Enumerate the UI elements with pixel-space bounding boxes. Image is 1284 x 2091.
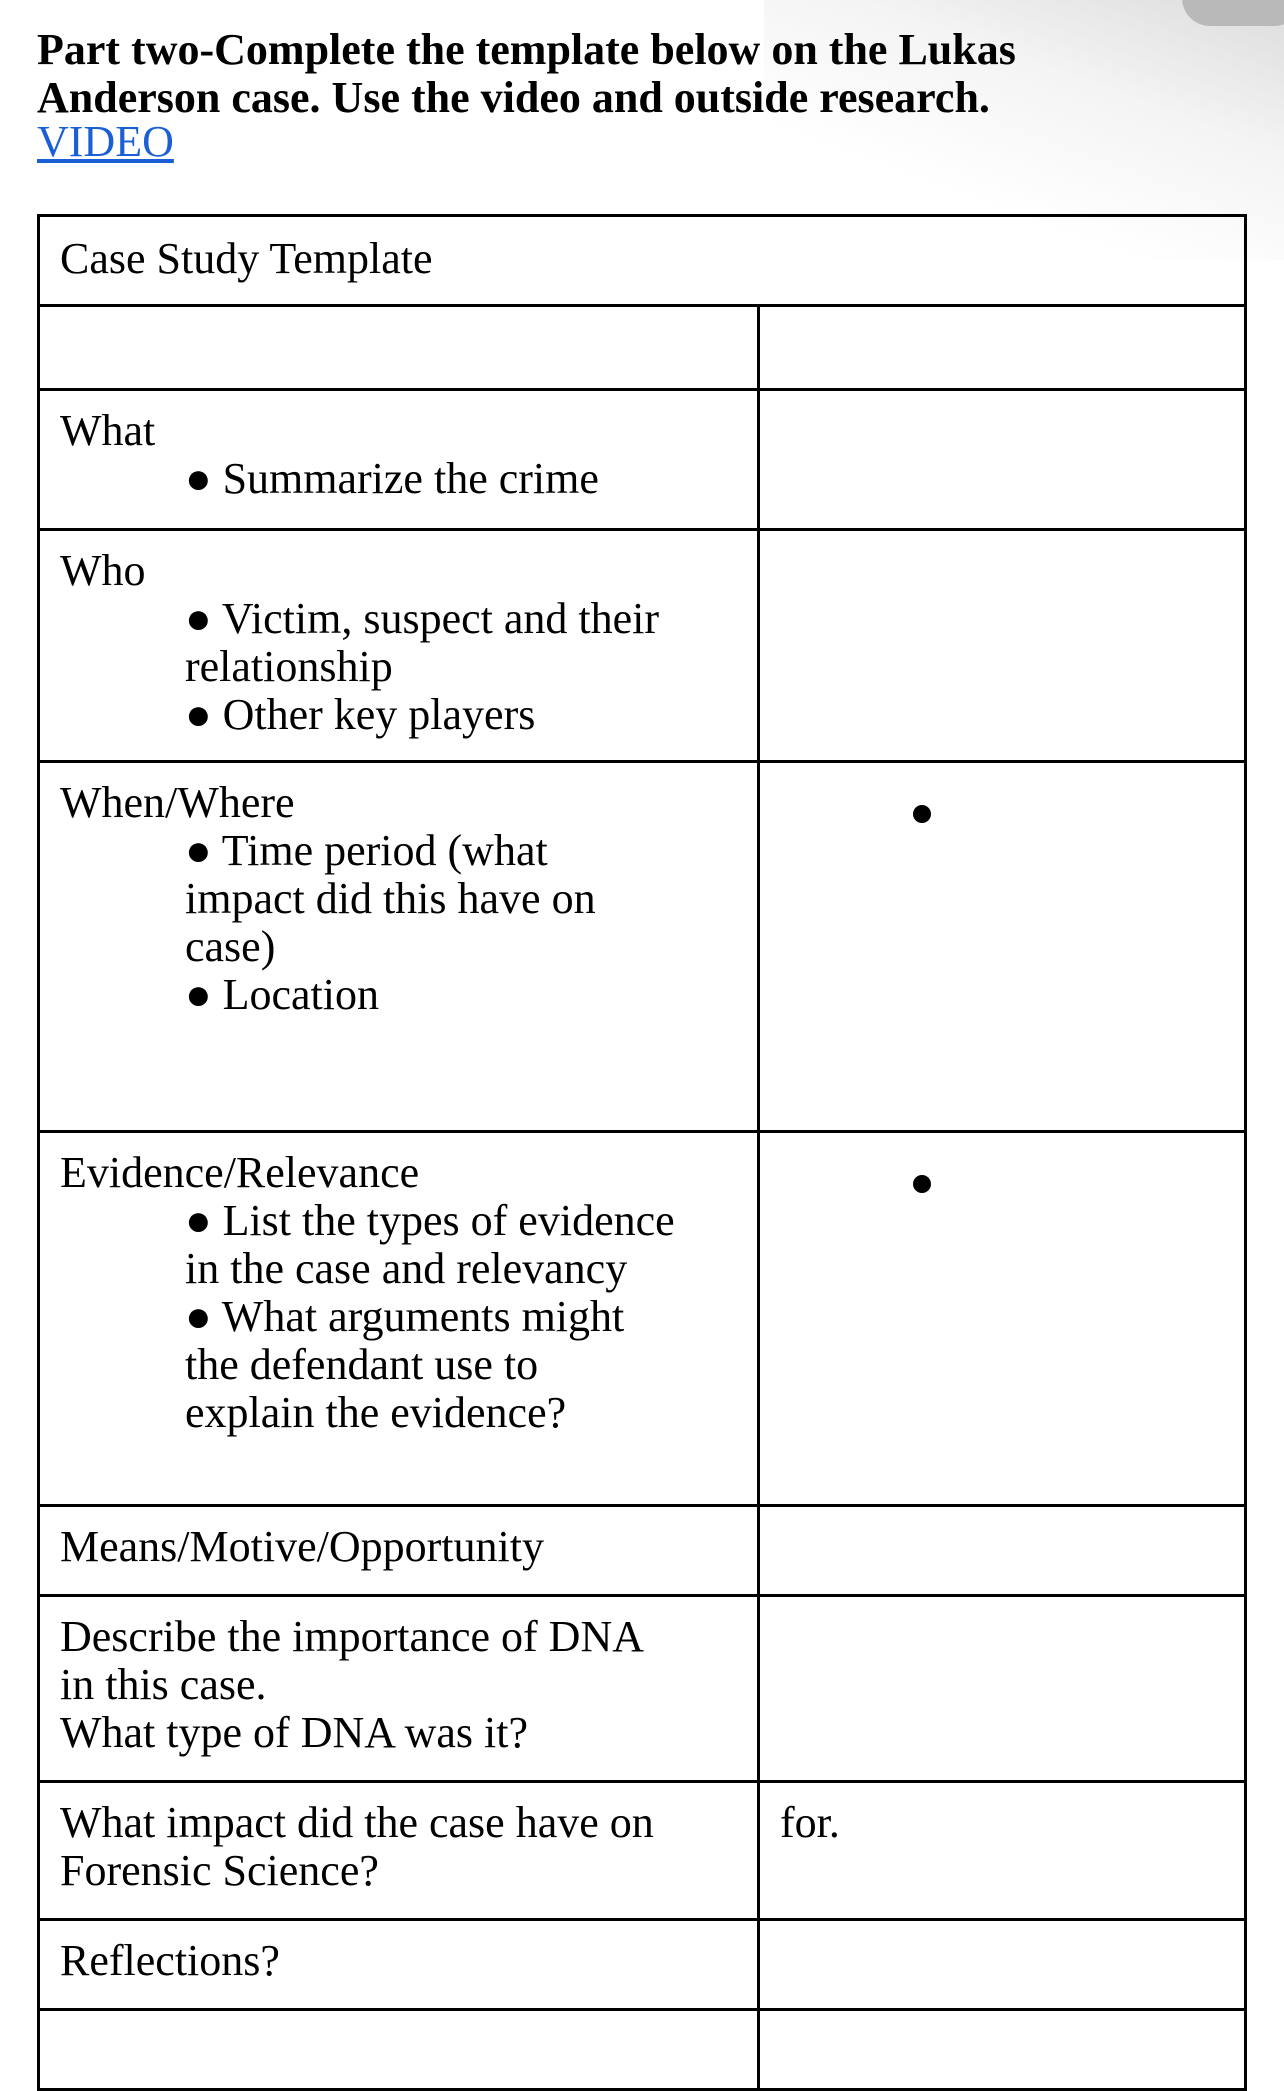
evidence-bullet-2-line-1: What arguments might (221, 1292, 625, 1341)
when-where-answer-cell[interactable] (757, 760, 1247, 1133)
what-label: What (60, 406, 156, 455)
instructions-line-2: Anderson case. Use the video and outside… (37, 73, 990, 122)
impact-prompt-cell: What impact did the case have on Forensi… (37, 1780, 760, 1921)
dna-line-1: Describe the importance of DNA (60, 1612, 645, 1661)
when-where-label: When/Where (60, 778, 295, 827)
dna-answer-cell[interactable] (757, 1594, 1247, 1783)
evidence-prompt-cell: Evidence/Relevance ● List the types of e… (37, 1130, 760, 1507)
what-prompt-cell: What ● Summarize the crime (37, 388, 760, 531)
instructions-heading: Part two-Complete the template below on … (37, 26, 1217, 122)
evidence-bullet-1-line-1: List the types of evidence (222, 1196, 675, 1245)
impact-answer-text: for. (780, 1798, 840, 1847)
when-where-prompt-cell: When/Where ● Time period (what impact di… (37, 760, 760, 1133)
who-bullet-2: Other key players (222, 690, 536, 739)
impact-line-1: What impact did the case have on (60, 1798, 654, 1847)
bullet-icon: ● (185, 1196, 212, 1245)
when-where-bullets: ● Time period (what impact did this have… (185, 827, 737, 1019)
case-study-table: Case Study Template What ● Summarize the… (37, 214, 1247, 2091)
who-label: Who (60, 546, 146, 595)
scrollbar-thumb[interactable] (1182, 0, 1284, 26)
when-where-bullet-1-line-2: impact did this have on (185, 874, 596, 923)
evidence-bullet-1-line-2: in the case and relevancy (185, 1244, 628, 1293)
dna-prompt-cell: Describe the importance of DNA in this c… (37, 1594, 760, 1783)
table-title: Case Study Template (37, 214, 1247, 307)
dna-line-2: in this case. (60, 1660, 267, 1709)
blank-header-cell-right[interactable] (757, 304, 1247, 391)
mmo-prompt-cell: Means/Motive/Opportunity (37, 1504, 760, 1597)
what-answer-cell[interactable] (757, 388, 1247, 531)
bullet-icon: ● (185, 690, 212, 739)
impact-line-2: Forensic Science? (60, 1846, 379, 1895)
reflections-prompt-cell: Reflections? (37, 1918, 760, 2011)
mmo-label: Means/Motive/Opportunity (60, 1522, 544, 1571)
blank-header-cell-left[interactable] (37, 304, 760, 391)
bullet-dot-icon (913, 805, 931, 823)
evidence-bullets: ● List the types of evidence in the case… (185, 1197, 737, 1437)
reflections-answer-cell[interactable] (757, 1918, 1247, 2011)
who-answer-cell[interactable] (757, 528, 1247, 763)
bullet-icon: ● (185, 826, 212, 875)
instructions-line-1: Part two-Complete the template below on … (37, 25, 1016, 74)
dna-line-3: What type of DNA was it? (60, 1708, 528, 1757)
reflections-label: Reflections? (60, 1936, 280, 1985)
evidence-label: Evidence/Relevance (60, 1148, 420, 1197)
impact-answer-cell[interactable]: for. (757, 1780, 1247, 1921)
what-bullets: ● Summarize the crime (185, 455, 737, 503)
video-link[interactable]: VIDEO (37, 117, 174, 166)
bullet-icon: ● (185, 454, 212, 503)
what-bullet-1: Summarize the crime (222, 454, 599, 503)
when-where-bullet-2: Location (222, 970, 379, 1019)
bullet-icon: ● (185, 970, 212, 1019)
who-prompt-cell: Who ● Victim, suspect and their relation… (37, 528, 760, 763)
blank-cell-right[interactable] (757, 2008, 1247, 2091)
who-bullets: ● Victim, suspect and their relationship… (185, 595, 737, 739)
when-where-bullet-1-line-3: case) (185, 922, 276, 971)
mmo-answer-cell[interactable] (757, 1504, 1247, 1597)
who-bullet-1-line-1: Victim, suspect and their (221, 594, 660, 643)
evidence-bullet-2-line-2: the defendant use to (185, 1340, 539, 1389)
bullet-dot-icon (913, 1175, 931, 1193)
bullet-icon: ● (185, 1292, 212, 1341)
evidence-answer-cell[interactable] (757, 1130, 1247, 1507)
blank-cell-left[interactable] (37, 2008, 760, 2091)
when-where-bullet-1-line-1: Time period (what (221, 826, 548, 875)
bullet-icon: ● (185, 594, 212, 643)
who-bullet-1-line-2: relationship (185, 642, 393, 691)
evidence-bullet-2-line-3: explain the evidence? (185, 1388, 567, 1437)
